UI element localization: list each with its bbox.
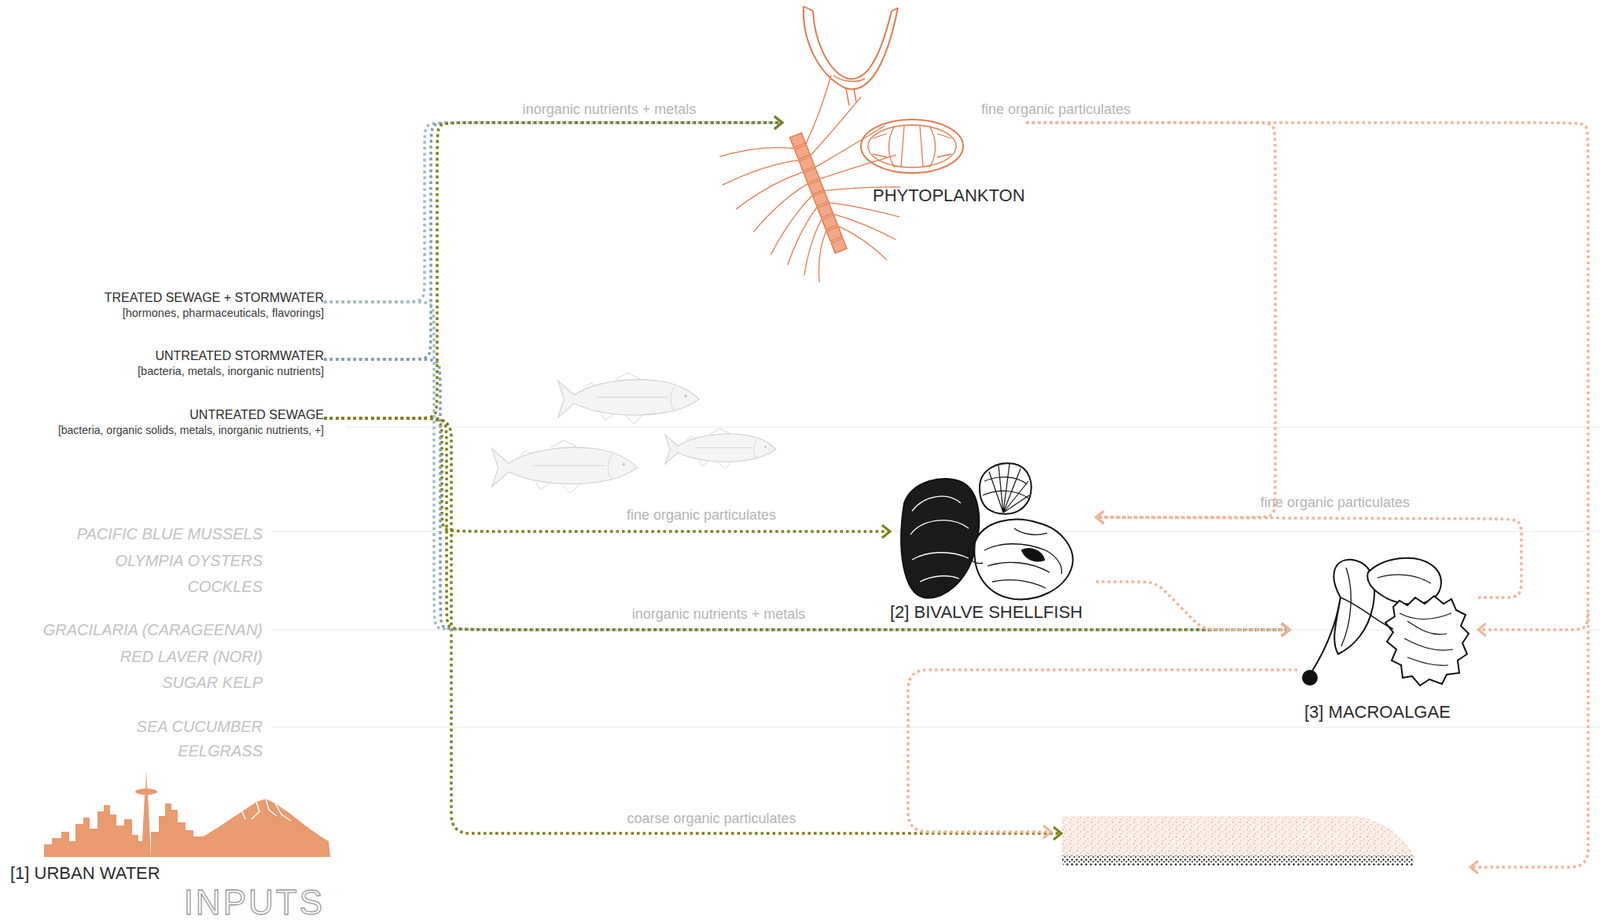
- input-source-name: TREATED SEWAGE + STORMWATER: [104, 290, 324, 306]
- species-name: SEA CUCUMBER: [136, 717, 263, 736]
- species-name: EELGRASS: [177, 742, 263, 761]
- cockle-ridges: [982, 463, 1030, 513]
- flow-label: inorganic nutrients + metals: [522, 101, 697, 118]
- oyster-lines: [968, 528, 1063, 589]
- input-source-name: UNTREATED STORMWATER: [154, 349, 324, 364]
- dinoflagellate-detail: [803, 6, 898, 106]
- flow-connector: [323, 301, 1290, 630]
- sediment-layer: [1061, 816, 1414, 866]
- species-name: RED LAVER (NORI): [120, 647, 263, 666]
- flow-connector: [1026, 122, 1276, 518]
- skyline-buildings: [150, 803, 203, 858]
- organism-label: PHYTOPLANKTON: [872, 185, 1026, 206]
- flow-line: [1470, 613, 1589, 868]
- flow-connector: [323, 122, 783, 419]
- input-source-node: UNTREATED STORMWATER[bacteria, metals, i…: [0, 349, 324, 381]
- organism-node: [2] BIVALVE SHELLFISH: [890, 456, 1097, 629]
- flow-label: inorganic nutrients + metals: [632, 606, 806, 623]
- seaweed-ruffle: [1385, 595, 1469, 686]
- organism-label: [3] MACROALGAE: [1304, 702, 1451, 722]
- flow-connector: [323, 122, 783, 360]
- seaweed-drawing: [1302, 558, 1469, 686]
- mussel-lines: [910, 496, 969, 582]
- skyline-buildings: [44, 805, 145, 858]
- mountain-snow: [242, 798, 291, 821]
- fish-drawing: [665, 428, 777, 469]
- skyline-drawing: [44, 768, 331, 858]
- plankton-drawing: [699, 6, 964, 306]
- seaweed-midrib: [1377, 574, 1431, 584]
- guide-line: [271, 727, 1600, 729]
- input-source-node: UNTREATED SEWAGE[bacteria, organic solid…: [0, 408, 324, 440]
- species-name: SUGAR KELP: [161, 673, 263, 692]
- seaweed-holdfast: [1302, 670, 1317, 685]
- species-name: PACIFIC BLUE MUSSELS: [77, 525, 263, 544]
- diatom-outline: [868, 125, 957, 168]
- sediment-top: [1061, 816, 1414, 856]
- flow-label: fine organic particulates: [626, 507, 777, 524]
- seaweed-blade: [1367, 558, 1442, 605]
- chain-diatom: [699, 63, 931, 306]
- oyster-mark: [1022, 548, 1045, 561]
- flow-connector: [1026, 122, 1589, 630]
- needle-top: [135, 788, 158, 795]
- cockle-shell: [979, 463, 1032, 515]
- input-contents: [bacteria, metals, inorganic nutrients]: [137, 364, 324, 379]
- guide-line: [345, 426, 1600, 428]
- flow-connector: [323, 418, 891, 532]
- organism-node: [3] MACROALGAE: [1289, 550, 1479, 728]
- oyster-shell: [974, 519, 1073, 600]
- flow-label: fine organic particulates: [981, 101, 1131, 118]
- seaweed-lines: [1399, 613, 1453, 666]
- seaweed-stipe: [1340, 597, 1394, 629]
- flow-label: coarse organic particulates: [626, 810, 796, 828]
- diatom-outline: [860, 119, 964, 173]
- sediment-base: [1061, 855, 1414, 866]
- species-name: GRACILARIA (CARAGEENAN): [43, 621, 263, 640]
- input-contents: [hormones, pharmaceuticals, flavorings]: [122, 306, 324, 320]
- dinoflagellate-outline: [812, 11, 892, 79]
- organism-label: [2] BIVALVE SHELLFISH: [890, 602, 1083, 622]
- flow-label: fine organic particulates: [1260, 494, 1410, 512]
- mountain-shape: [198, 798, 331, 858]
- flow-connector: [323, 359, 1290, 630]
- source-label: [1] URBAN WATER: [10, 863, 161, 883]
- input-source-name: UNTREATED SEWAGE: [189, 408, 324, 423]
- guide-lines: [271, 426, 1600, 728]
- flow-connector: [323, 418, 1290, 630]
- flow-connector: [1096, 517, 1522, 598]
- chain-cell: [831, 238, 847, 254]
- section-heading: INPUTS: [183, 882, 325, 923]
- fish-group: [492, 372, 777, 493]
- seaweed-midrib: [1341, 567, 1351, 647]
- flow-connector: [323, 122, 783, 302]
- needle-tower: [141, 768, 151, 858]
- diatom-setae: [699, 63, 931, 306]
- species-name: COCKLES: [187, 577, 263, 596]
- species-name: OLYMPIA OYSTERS: [115, 551, 263, 571]
- flow-connector: [1096, 581, 1290, 630]
- fish-drawing: [558, 372, 699, 424]
- shell-drawing: [901, 463, 1073, 600]
- flow-line: [908, 669, 1298, 832]
- mussel-shell: [901, 478, 979, 598]
- diatom-detail: [872, 125, 952, 168]
- fish-drawing: [492, 440, 638, 493]
- source-node: [1] URBAN WATER: [6, 762, 337, 889]
- input-contents: [bacteria, organic solids, metals, inorg…: [58, 423, 324, 437]
- organism-node: PHYTOPLANKTON: [782, 0, 1027, 268]
- flow-lines: [323, 418, 1589, 868]
- input-source-node: TREATED SEWAGE + STORMWATER[hormones, ph…: [0, 290, 324, 323]
- dinoflagellate-outline: [803, 6, 898, 89]
